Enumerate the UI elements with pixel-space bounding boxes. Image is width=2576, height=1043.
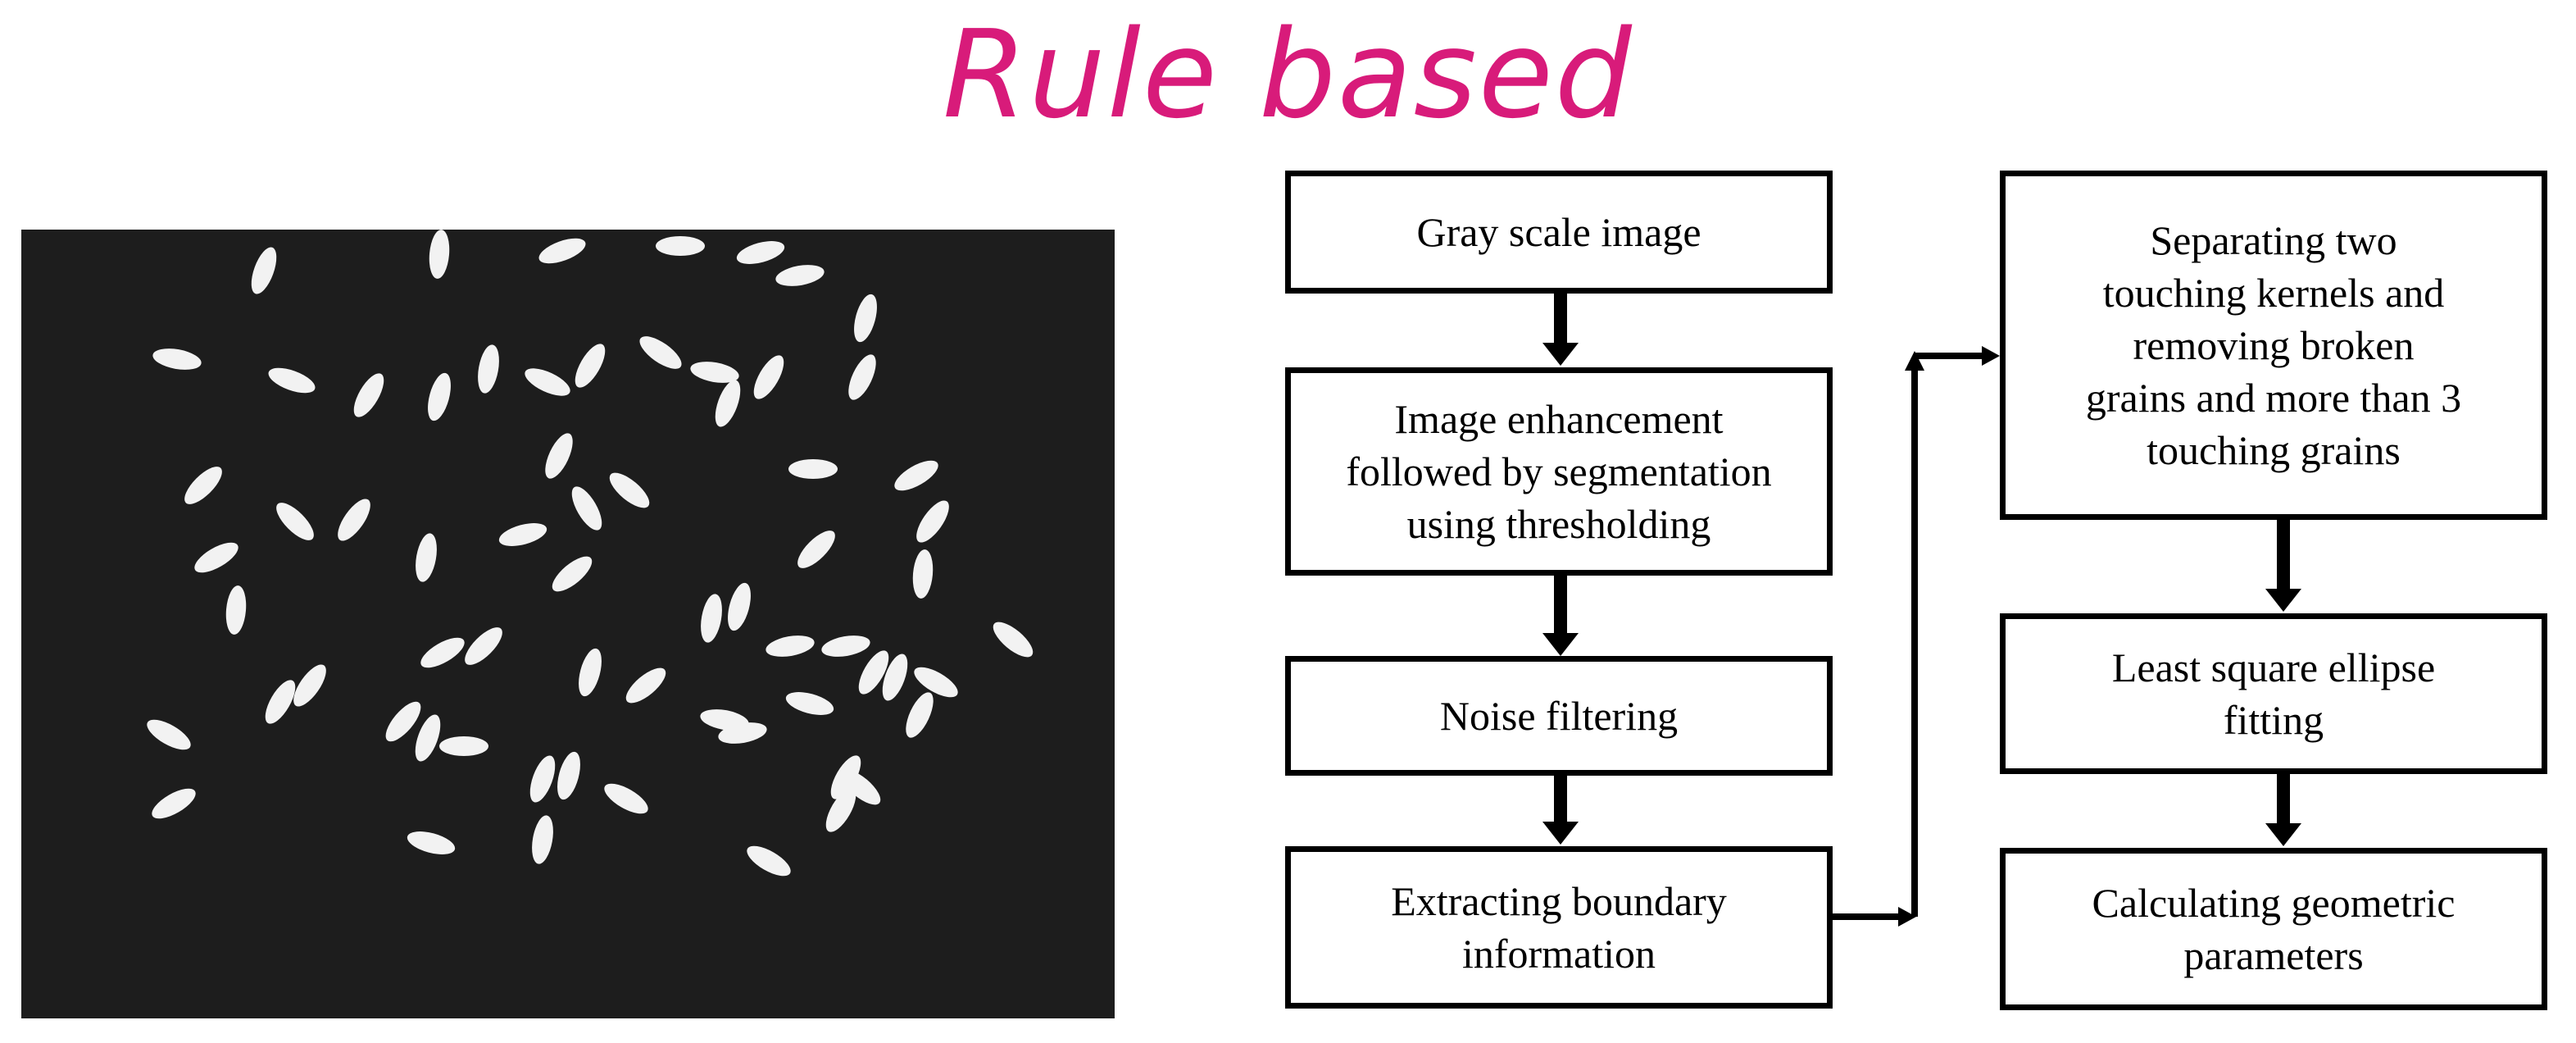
step-image-enhancement: Image enhancement followed by segmentati…: [1285, 367, 1833, 576]
step-gray-scale-image: Gray scale image: [1285, 171, 1833, 294]
arrow-step1-to-step2: [1542, 293, 1579, 366]
arrow-step3-to-step4: [1542, 774, 1579, 845]
step-label: Image enhancement followed by segmentati…: [1346, 393, 1771, 550]
step-label: Least square ellipse fitting: [2112, 641, 2435, 746]
arrow-step4-to-step5: [1833, 346, 2000, 927]
arrow-step2-to-step3: [1542, 574, 1579, 656]
step-label: Noise filtering: [1440, 690, 1678, 742]
arrow-step6-to-step7: [2265, 774, 2301, 846]
arrow-step5-to-step6: [2265, 518, 2301, 612]
step-calculating-geometric: Calculating geometric parameters: [2000, 848, 2547, 1010]
step-separating-kernels: Separating two touching kernels and remo…: [2000, 171, 2547, 520]
step-extracting-boundary: Extracting boundary information: [1285, 846, 1833, 1009]
step-label: Gray scale image: [1416, 206, 1701, 258]
step-label: Separating two touching kernels and remo…: [2086, 214, 2461, 476]
step-label: Extracting boundary information: [1391, 875, 1727, 980]
step-noise-filtering: Noise filtering: [1285, 656, 1833, 776]
step-least-square-ellipse: Least square ellipse fitting: [2000, 613, 2547, 774]
step-label: Calculating geometric parameters: [2092, 877, 2456, 982]
